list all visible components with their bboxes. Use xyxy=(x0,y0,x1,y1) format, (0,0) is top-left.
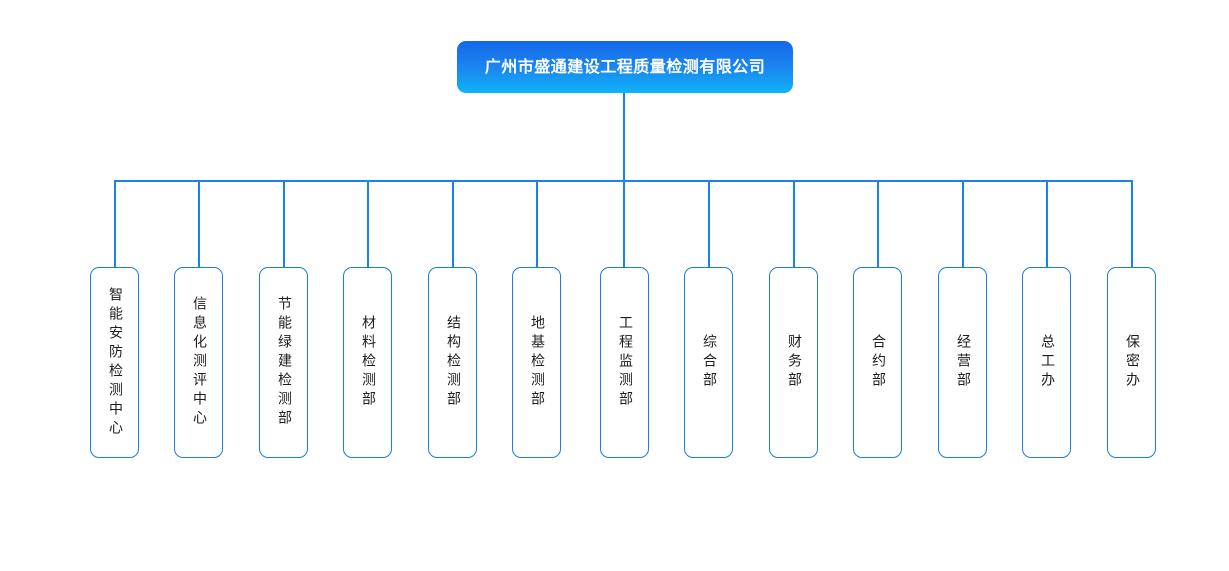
org-node-label: 综合部 xyxy=(701,334,717,391)
org-node-label: 节能绿建检测部 xyxy=(276,296,292,429)
connector-drop-11 xyxy=(961,180,964,267)
connector-drop-3 xyxy=(282,180,285,267)
org-node-department-13[interactable]: 保密办 xyxy=(1107,267,1156,458)
org-node-label: 信息化测评中心 xyxy=(191,296,207,429)
connector-drop-8 xyxy=(707,180,710,267)
org-node-label: 总工办 xyxy=(1039,334,1055,391)
org-node-label: 材料检测部 xyxy=(360,315,376,410)
org-node-label: 结构检测部 xyxy=(445,315,461,410)
org-node-label: 合约部 xyxy=(870,334,886,391)
org-node-department-7[interactable]: 工程监测部 xyxy=(600,267,649,458)
org-node-department-3[interactable]: 节能绿建检测部 xyxy=(259,267,308,458)
connector-drop-13 xyxy=(1130,180,1133,267)
connector-drop-9 xyxy=(792,180,795,267)
connector-drop-2 xyxy=(197,180,200,267)
connector-drop-12 xyxy=(1045,180,1048,267)
connector-drop-1 xyxy=(113,180,116,267)
org-node-department-2[interactable]: 信息化测评中心 xyxy=(174,267,223,458)
org-node-label: 经营部 xyxy=(955,334,971,391)
org-root-label: 广州市盛通建设工程质量检测有限公司 xyxy=(484,57,766,76)
org-node-label: 工程监测部 xyxy=(617,315,633,410)
org-node-department-10[interactable]: 合约部 xyxy=(853,267,902,458)
org-root-node[interactable]: 广州市盛通建设工程质量检测有限公司 xyxy=(457,41,793,93)
connector-drop-5 xyxy=(451,180,454,267)
org-node-department-4[interactable]: 材料检测部 xyxy=(343,267,392,458)
connector-drop-10 xyxy=(876,180,879,267)
org-node-label: 地基检测部 xyxy=(529,315,545,410)
org-node-department-1[interactable]: 智能安防检测中心 xyxy=(90,267,139,458)
org-node-label: 财务部 xyxy=(786,334,802,391)
connector-drop-4 xyxy=(366,180,369,267)
connector-drop-6 xyxy=(535,180,538,267)
org-node-label: 智能安防检测中心 xyxy=(107,286,123,439)
org-node-department-12[interactable]: 总工办 xyxy=(1022,267,1071,458)
org-node-department-11[interactable]: 经营部 xyxy=(938,267,987,458)
connector-horizontal-bus xyxy=(114,180,1132,182)
org-node-department-5[interactable]: 结构检测部 xyxy=(428,267,477,458)
org-node-department-8[interactable]: 综合部 xyxy=(684,267,733,458)
org-node-department-9[interactable]: 财务部 xyxy=(769,267,818,458)
org-node-department-6[interactable]: 地基检测部 xyxy=(512,267,561,458)
org-node-label: 保密办 xyxy=(1124,334,1140,391)
